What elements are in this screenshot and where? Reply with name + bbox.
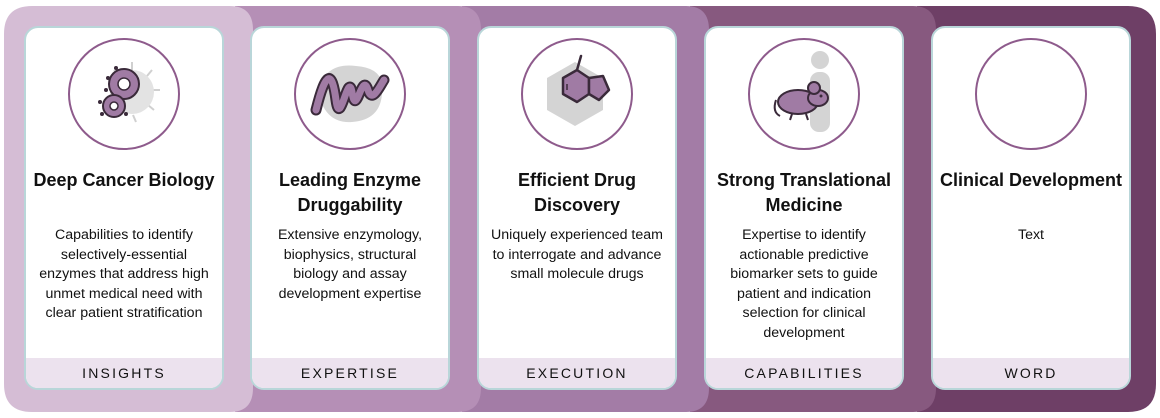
mouse-human-icon (773, 51, 830, 132)
stage-description: Text (1017, 227, 1045, 243)
stage-title: Deep Cancer Biology (33, 170, 215, 190)
icon-circle (294, 38, 406, 150)
stage-footer-label: CAPABILITIES (706, 358, 902, 388)
stage-card-word: Clinical Development Text WORD (931, 26, 1131, 390)
icon-circle (521, 38, 633, 150)
icon-circle (748, 38, 860, 150)
stage-footer-label: EXECUTION (479, 358, 675, 388)
protein-helix-icon (310, 65, 390, 123)
stage-card-expertise: Leading Enzyme Druggability Extensive en… (250, 26, 450, 390)
stage-description: Extensive enzymology, biophysics, struct… (277, 227, 423, 302)
stage-card-insights: Deep Cancer Biology Capabilities to iden… (24, 26, 224, 390)
stage-title: Efficient Drug Discovery (517, 170, 636, 215)
stage-title: Strong Translational Medicine (716, 170, 892, 215)
molecule-icon (547, 54, 611, 126)
stage-title: Clinical Development (939, 170, 1123, 190)
icon-circle (68, 38, 180, 150)
stage-footer-label: INSIGHTS (26, 358, 222, 388)
stage-title: Leading Enzyme Druggability (278, 170, 422, 215)
stage-card-capabilities: Strong Translational Medicine Expertise … (704, 26, 904, 390)
empty-circle-icon (975, 38, 1087, 150)
stage-card-execution: Efficient Drug Discovery Uniquely experi… (477, 26, 677, 390)
stage-footer-label: EXPERTISE (252, 358, 448, 388)
stage-description: Expertise to identify actionable predict… (730, 227, 878, 341)
cancer-cell-icon (98, 62, 160, 123)
stage-footer-label: WORD (933, 358, 1129, 388)
stage-description: Capabilities to identify selectively-ess… (39, 227, 209, 322)
stage-description: Uniquely experienced team to interrogate… (491, 227, 663, 283)
